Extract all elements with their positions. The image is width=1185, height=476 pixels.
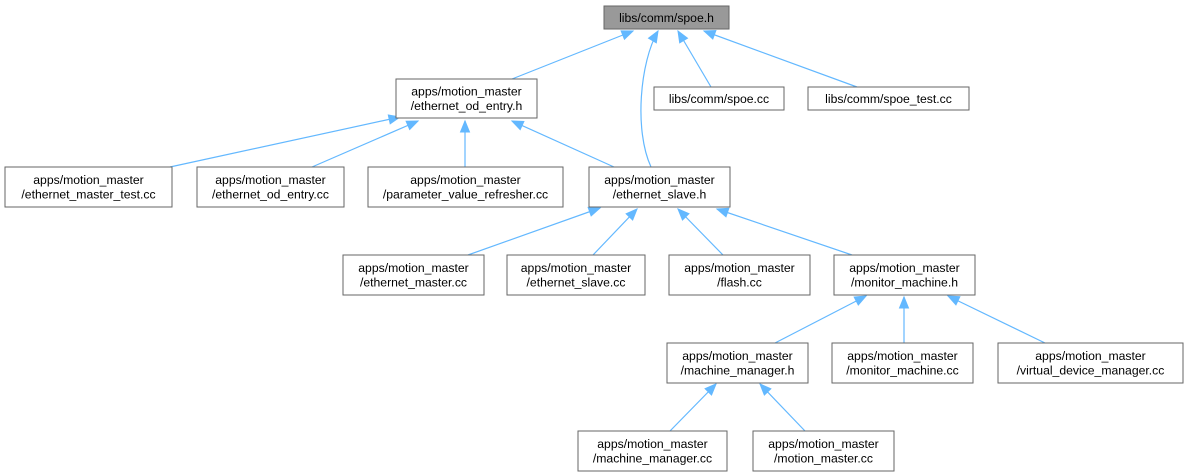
node-box bbox=[807, 86, 970, 111]
node-label-line: apps/motion_master bbox=[215, 173, 325, 187]
node-spoe-cc[interactable]: libs/comm/spoe.cc bbox=[653, 86, 785, 111]
edge-od_entry_h-to-root bbox=[511, 30, 635, 80]
node-label-line: /monitor_machine.cc bbox=[846, 364, 958, 378]
node-mon-h[interactable]: apps/motion_master/monitor_machine.h bbox=[833, 254, 976, 296]
node-label-line: apps/motion_master bbox=[768, 437, 878, 451]
node-box bbox=[752, 430, 895, 472]
edge-od_entry_cc-to-od_entry_h bbox=[311, 120, 420, 168]
node-label-line: apps/motion_master bbox=[33, 173, 143, 187]
node-vdm[interactable]: apps/motion_master/virtual_device_manage… bbox=[997, 342, 1184, 384]
node-label-line: apps/motion_master bbox=[847, 349, 957, 363]
edge-mon_h-to-slave_h bbox=[715, 207, 853, 256]
node-label-line: /parameter_value_refresher.cc bbox=[383, 188, 548, 202]
node-label-line: /ethernet_od_entry.cc bbox=[212, 188, 329, 202]
node-box bbox=[603, 5, 730, 30]
node-label-line: apps/motion_master bbox=[849, 261, 959, 275]
node-box bbox=[666, 342, 809, 384]
node-box bbox=[4, 166, 173, 208]
node-flash[interactable]: apps/motion_master/flash.cc bbox=[668, 254, 811, 296]
node-mon-cc[interactable]: apps/motion_master/monitor_machine.cc bbox=[831, 342, 974, 384]
node-box bbox=[577, 430, 728, 472]
node-label-line: /motion_master.cc bbox=[774, 452, 873, 466]
node-label-line: libs/comm/spoe_test.cc bbox=[825, 92, 952, 106]
node-box bbox=[588, 166, 731, 208]
node-label-line: apps/motion_master bbox=[684, 261, 794, 275]
node-box bbox=[196, 166, 345, 208]
edge-pvr-to-od_entry_h bbox=[459, 119, 471, 167]
node-em-cc[interactable]: apps/motion_master/ethernet_master.cc bbox=[342, 254, 485, 296]
node-box bbox=[833, 254, 976, 296]
node-root: libs/comm/spoe.h bbox=[603, 5, 730, 30]
node-od-entry-cc[interactable]: apps/motion_master/ethernet_od_entry.cc bbox=[196, 166, 345, 208]
edge-mm_h-to-mon_h bbox=[774, 295, 868, 344]
node-mm-h[interactable]: apps/motion_master/machine_manager.h bbox=[666, 342, 809, 384]
node-label-line: apps/motion_master bbox=[358, 261, 468, 275]
edge-em_test-to-od_entry_h bbox=[169, 114, 402, 168]
node-box bbox=[367, 166, 564, 208]
node-label-line: apps/motion_master bbox=[1035, 349, 1145, 363]
node-label-line: /monitor_machine.h bbox=[851, 276, 958, 290]
node-label-line: /virtual_device_manager.cc bbox=[1017, 364, 1165, 378]
node-box bbox=[395, 78, 538, 119]
edge-spoe_test-to-root bbox=[702, 30, 858, 88]
node-spoe-test[interactable]: libs/comm/spoe_test.cc bbox=[807, 86, 970, 111]
edge-slave_cc-to-slave_h bbox=[592, 208, 638, 256]
node-label-line: /ethernet_od_entry.h bbox=[411, 99, 523, 113]
node-box bbox=[831, 342, 974, 384]
node-box bbox=[997, 342, 1184, 384]
node-label-line: libs/comm/spoe.cc bbox=[669, 92, 769, 106]
node-box bbox=[668, 254, 811, 296]
node-label-line: apps/motion_master bbox=[682, 349, 792, 363]
edge-em_cc-to-slave_h bbox=[467, 206, 602, 256]
node-label-line: apps/motion_master bbox=[411, 85, 521, 99]
node-master-cc[interactable]: apps/motion_master/motion_master.cc bbox=[752, 430, 895, 472]
node-slave-cc[interactable]: apps/motion_master/ethernet_slave.cc bbox=[506, 254, 646, 296]
node-mm-cc[interactable]: apps/motion_master/machine_manager.cc bbox=[577, 430, 728, 472]
node-label-line: apps/motion_master bbox=[521, 261, 631, 275]
edge-spoe_cc-to-root bbox=[677, 29, 712, 88]
node-label-line: apps/motion_master bbox=[604, 173, 714, 187]
graph-edges bbox=[169, 29, 1046, 432]
node-label-line: /flash.cc bbox=[717, 276, 762, 290]
node-box bbox=[653, 86, 785, 111]
node-label-line: apps/motion_master bbox=[410, 173, 520, 187]
node-pvr[interactable]: apps/motion_master/parameter_value_refre… bbox=[367, 166, 564, 208]
node-label-line: /machine_manager.h bbox=[681, 364, 795, 378]
node-label-line: /machine_manager.cc bbox=[593, 452, 712, 466]
node-label-line: /ethernet_master_test.cc bbox=[21, 188, 155, 202]
graph-nodes: libs/comm/spoe.h apps/motion_master/ether… bbox=[4, 5, 1184, 472]
edge-mm_cc-to-mm_h bbox=[669, 383, 717, 432]
edge-slave_h-to-root bbox=[640, 29, 659, 168]
node-od-entry-h[interactable]: apps/motion_master/ethernet_od_entry.h bbox=[395, 78, 538, 119]
node-em-test[interactable]: apps/motion_master/ethernet_master_test.… bbox=[4, 166, 173, 208]
edge-flash-to-slave_h bbox=[677, 208, 724, 256]
node-slave-h[interactable]: apps/motion_master/ethernet_slave.h bbox=[588, 166, 731, 208]
node-box bbox=[506, 254, 646, 296]
node-box bbox=[342, 254, 485, 296]
node-label-line: /ethernet_slave.cc bbox=[527, 276, 626, 290]
node-label-line: /ethernet_master.cc bbox=[360, 276, 467, 290]
node-label-line: /ethernet_slave.h bbox=[613, 188, 707, 202]
edge-master_cc-to-mm_h bbox=[759, 383, 806, 432]
edge-mon_cc-to-mon_h bbox=[898, 295, 910, 343]
node-label-line: libs/comm/spoe.h bbox=[619, 11, 714, 25]
node-label-line: apps/motion_master bbox=[597, 437, 707, 451]
edge-vdm-to-mon_h bbox=[946, 295, 1046, 344]
edge-slave_h-to-od_entry_h bbox=[510, 120, 615, 168]
